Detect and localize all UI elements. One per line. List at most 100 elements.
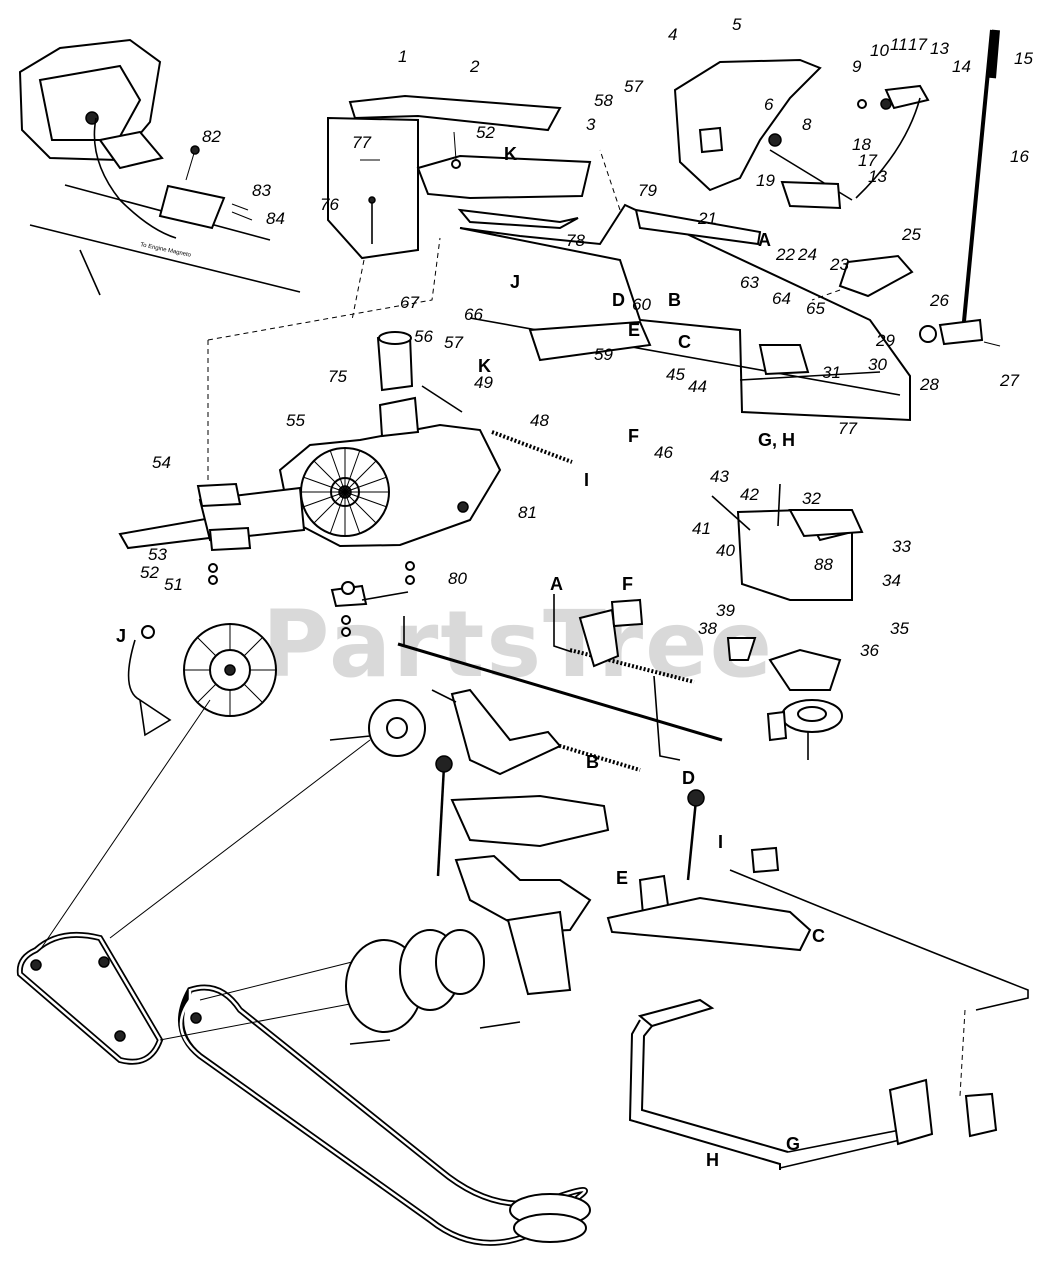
callout-41: 41 bbox=[692, 519, 711, 538]
callout-17a: 17 bbox=[908, 35, 927, 54]
letter-d-mid: D bbox=[682, 768, 695, 788]
callout-18: 18 bbox=[852, 135, 871, 154]
callout-66: 66 bbox=[464, 305, 483, 324]
letter-b-mid: B bbox=[586, 752, 599, 772]
callout-23: 23 bbox=[829, 255, 849, 274]
callout-39: 39 bbox=[716, 601, 735, 620]
lower-linkage bbox=[450, 794, 1029, 1011]
letter-e-top: E bbox=[628, 320, 640, 340]
callout-55: 55 bbox=[286, 411, 305, 430]
handle-assembly bbox=[628, 998, 998, 1170]
callout-77a: 77 bbox=[352, 133, 371, 152]
idler-pulley-assembly bbox=[329, 688, 705, 881]
callout-13a: 13 bbox=[930, 39, 949, 58]
callout-57a: 57 bbox=[444, 333, 463, 352]
drive-belts bbox=[16, 699, 588, 1246]
callout-48: 48 bbox=[530, 411, 549, 430]
letter-a-mid: A bbox=[550, 574, 563, 594]
letter-j-fan: J bbox=[116, 626, 126, 646]
callout-45: 45 bbox=[666, 365, 685, 384]
callout-6: 6 bbox=[764, 95, 774, 114]
callout-17b: 17 bbox=[858, 151, 877, 170]
control-panel-and-lever bbox=[673, 29, 1001, 347]
callout-79: 79 bbox=[638, 181, 657, 200]
callout-28: 28 bbox=[919, 375, 939, 394]
callout-4: 4 bbox=[668, 25, 677, 44]
callout-13b: 13 bbox=[868, 167, 887, 186]
callout-38: 38 bbox=[698, 619, 717, 638]
part-callouts: 1 2 3 4 5 6 8 9 10 11 13 13 14 15 16 17 … bbox=[140, 15, 1033, 660]
callout-15: 15 bbox=[1014, 49, 1033, 68]
letter-j-top: J bbox=[510, 272, 520, 292]
linkage-rods bbox=[397, 594, 723, 772]
callout-59: 59 bbox=[594, 345, 613, 364]
letter-d-top: D bbox=[612, 290, 625, 310]
callout-2: 2 bbox=[469, 57, 480, 76]
letter-b-top: B bbox=[668, 290, 681, 310]
callout-11: 11 bbox=[890, 35, 908, 54]
callout-21: 21 bbox=[697, 209, 717, 228]
callout-46: 46 bbox=[654, 443, 673, 462]
callout-3: 3 bbox=[586, 115, 596, 134]
letter-g-h: G, H bbox=[758, 430, 795, 450]
callout-67: 67 bbox=[400, 293, 419, 312]
callout-53: 53 bbox=[148, 545, 167, 564]
callout-76: 76 bbox=[320, 195, 339, 214]
letter-e-mid: E bbox=[616, 868, 628, 888]
callout-75: 75 bbox=[328, 367, 347, 386]
callout-56: 56 bbox=[414, 327, 433, 346]
letter-g-bottom: G bbox=[786, 1134, 800, 1154]
callout-29: 29 bbox=[875, 331, 895, 350]
callout-63: 63 bbox=[740, 273, 759, 292]
brake-bracket-assembly bbox=[711, 483, 864, 760]
callout-60: 60 bbox=[632, 295, 651, 314]
callout-77b: 77 bbox=[838, 419, 857, 438]
callout-88: 88 bbox=[814, 555, 833, 574]
callout-35: 35 bbox=[890, 619, 909, 638]
callout-27: 27 bbox=[999, 371, 1019, 390]
callout-82: 82 bbox=[202, 127, 221, 146]
callout-34: 34 bbox=[882, 571, 901, 590]
callout-33: 33 bbox=[892, 537, 911, 556]
letter-k-mid: K bbox=[478, 356, 491, 376]
callout-84: 84 bbox=[266, 209, 285, 228]
callout-1: 1 bbox=[398, 47, 407, 66]
callout-52a: 52 bbox=[140, 563, 159, 582]
callout-44: 44 bbox=[688, 377, 707, 396]
callout-9: 9 bbox=[852, 57, 862, 76]
callout-14: 14 bbox=[952, 57, 971, 76]
watermark: PartsTree bbox=[262, 591, 774, 698]
letter-a-top: A bbox=[758, 230, 771, 250]
callout-22: 22 bbox=[775, 245, 795, 264]
callout-49: 49 bbox=[474, 373, 493, 392]
letter-h-bottom: H bbox=[706, 1150, 719, 1170]
callout-83: 83 bbox=[252, 181, 271, 200]
callout-30: 30 bbox=[868, 355, 887, 374]
connection-letters: K K J J A A D D B B E E C C F F G, H G H… bbox=[116, 144, 825, 1170]
callout-81: 81 bbox=[518, 503, 537, 522]
main-frame-plate bbox=[459, 203, 914, 422]
upper-bracket bbox=[327, 94, 592, 260]
leader-lines bbox=[207, 149, 841, 480]
callout-54: 54 bbox=[152, 453, 171, 472]
callout-78: 78 bbox=[566, 231, 585, 250]
letter-i-bottom: I bbox=[718, 832, 723, 852]
magneto-note: To Engine Magneto bbox=[140, 242, 192, 259]
callout-16: 16 bbox=[1010, 147, 1029, 166]
letter-c-mid: C bbox=[812, 926, 825, 946]
callout-31: 31 bbox=[822, 363, 841, 382]
letter-k-top: K bbox=[504, 144, 517, 164]
transmission-assembly bbox=[118, 331, 573, 637]
callout-5: 5 bbox=[732, 15, 742, 34]
callout-52b: 52 bbox=[476, 123, 495, 142]
letter-i-mid: I bbox=[584, 470, 589, 490]
callout-36: 36 bbox=[860, 641, 879, 660]
callout-40: 40 bbox=[716, 541, 735, 560]
engine-shroud-assembly: To Engine Magneto bbox=[18, 38, 301, 296]
callout-10: 10 bbox=[870, 41, 889, 60]
callout-32: 32 bbox=[802, 489, 821, 508]
callout-64: 64 bbox=[772, 289, 791, 308]
callout-65: 65 bbox=[806, 299, 825, 318]
engine-pulley bbox=[345, 929, 591, 1243]
